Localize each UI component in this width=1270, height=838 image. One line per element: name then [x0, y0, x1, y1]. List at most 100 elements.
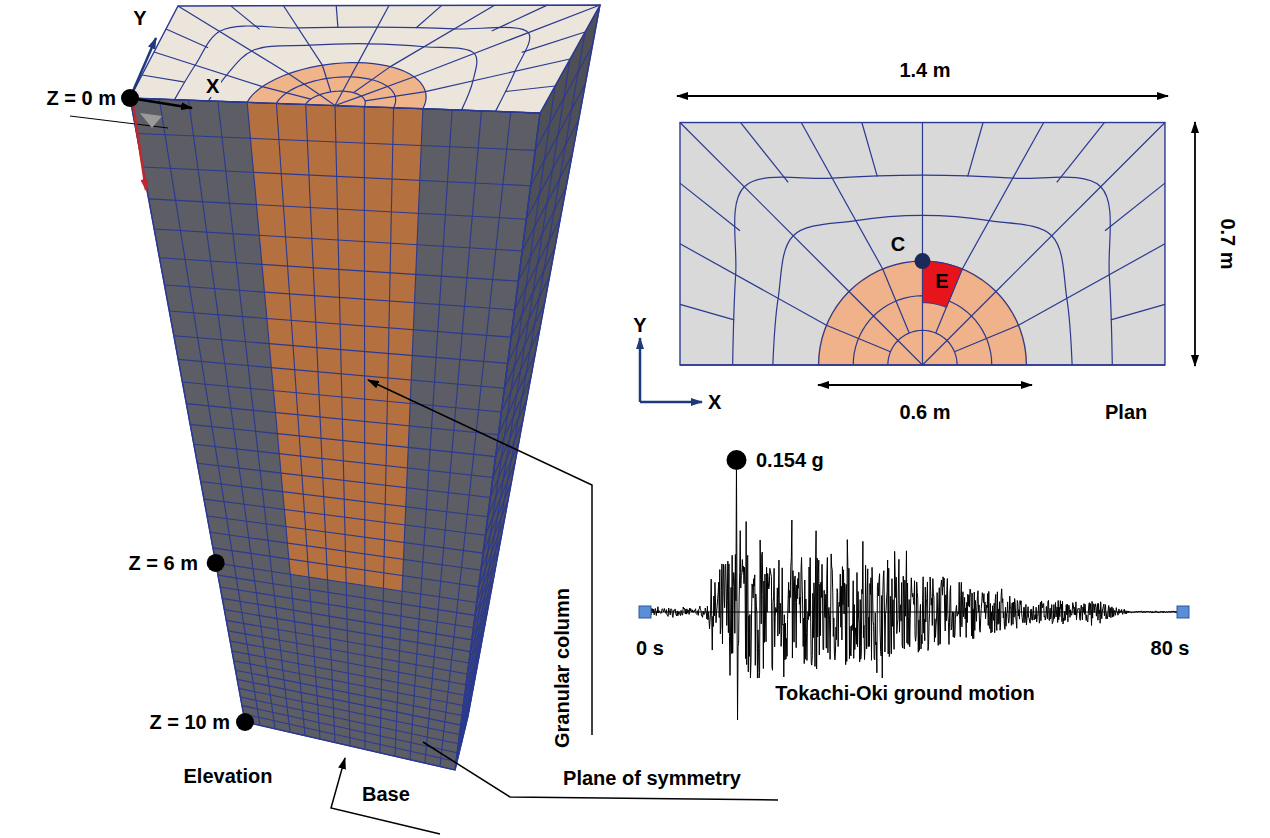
- mesh-line: [741, 123, 789, 183]
- mesh-line: [1111, 304, 1165, 319]
- column-top: [247, 63, 426, 109]
- axis-label: Y: [133, 7, 146, 29]
- axis-label: X: [708, 391, 721, 413]
- granular-column: [247, 102, 423, 591]
- mesh-line: [218, 101, 290, 732]
- chart-title: Tokachi-Oki ground motion: [775, 682, 1035, 704]
- mesh-line: [968, 123, 983, 177]
- water-table-symbol: [140, 113, 162, 128]
- dimension-label: 0.6 m: [899, 401, 950, 423]
- symmetry-face: [130, 98, 540, 770]
- mesh-line: [680, 123, 849, 292]
- mesh-line: [996, 123, 1165, 292]
- mesh-line: [922, 123, 923, 262]
- mesh-line: [1105, 183, 1165, 231]
- mesh-line: [189, 100, 275, 729]
- axis-label: X: [204, 75, 221, 97]
- mesh-line: [888, 330, 957, 365]
- depth-marker: [121, 89, 139, 107]
- mesh-line: [178, 6, 289, 74]
- depth-axis: [133, 104, 146, 190]
- y-axis: [639, 338, 642, 402]
- mesh-line: [166, 29, 208, 48]
- mesh-line: [284, 6, 323, 65]
- mesh-line: [733, 175, 1113, 365]
- mesh-line: [306, 104, 335, 742]
- point-c: [914, 253, 930, 269]
- mesh-line: [898, 341, 922, 365]
- elevation-block: [130, 5, 600, 770]
- mesh-line: [247, 102, 305, 735]
- element-label: E: [935, 270, 948, 292]
- mesh-line: [358, 6, 389, 63]
- plan-mesh: [680, 123, 1165, 365]
- accelerogram: [645, 460, 1183, 720]
- peak-label: 0.154 g: [756, 449, 824, 471]
- mesh-line: [862, 123, 877, 177]
- view-title: Plan: [1105, 401, 1147, 423]
- mesh-line: [410, 110, 452, 760]
- peak-marker: [727, 450, 747, 470]
- time-marker: [1177, 606, 1189, 618]
- mesh-line: [680, 244, 826, 325]
- leader-line: [423, 742, 778, 800]
- callout-label: Base: [362, 783, 410, 805]
- mesh-line: [416, 5, 442, 28]
- time-label: 80 s: [1151, 637, 1190, 659]
- dimension-line: [818, 384, 1032, 386]
- mesh-line: [801, 123, 882, 269]
- element-e: [922, 261, 962, 307]
- mesh-line: [130, 98, 540, 113]
- mesh-line: [922, 341, 946, 365]
- mesh-line: [1018, 244, 1164, 325]
- mesh-line: [335, 91, 343, 105]
- point-label: C: [889, 233, 907, 255]
- elevation-symbols: [70, 38, 778, 834]
- time-label: 0 s: [636, 637, 664, 659]
- ground-motion: [639, 450, 1189, 720]
- dimension-line: [677, 95, 1168, 97]
- depth-marker: [207, 554, 225, 572]
- callout-label: Granular column: [551, 588, 573, 748]
- mesh-line: [773, 215, 1072, 365]
- mesh-line: [380, 108, 394, 753]
- mesh-line: [505, 86, 555, 92]
- x-axis: [130, 98, 192, 108]
- mesh-line: [247, 63, 426, 109]
- depth-label: Z = 10 m: [149, 711, 230, 733]
- mesh-line: [425, 111, 481, 763]
- mesh-line: [336, 6, 338, 28]
- axis-label: Y: [633, 314, 646, 336]
- dimension-label: 0.7 m: [1217, 218, 1239, 269]
- mesh-line: [492, 5, 548, 31]
- mesh-line: [522, 32, 585, 52]
- plan-outline: [680, 123, 1165, 365]
- plan-view: [640, 96, 1195, 402]
- top-face: [130, 5, 600, 113]
- y-axis: [130, 38, 156, 98]
- top-mesh: [130, 5, 600, 113]
- mesh-line: [395, 109, 423, 757]
- mesh-line: [962, 123, 1043, 269]
- dimension-label: 1.4 m: [899, 59, 950, 81]
- mesh-line: [853, 296, 992, 365]
- plan-ground: [680, 123, 1165, 365]
- dimension-line: [1194, 122, 1196, 366]
- mesh-line: [175, 26, 530, 111]
- mesh-line: [922, 330, 923, 365]
- depth-marker: [236, 713, 254, 731]
- mesh-line: [276, 103, 320, 739]
- mesh-line: [680, 183, 740, 231]
- callout-label: Plane of symmetry: [563, 767, 741, 789]
- mesh-line: [231, 6, 260, 30]
- view-title: Elevation: [184, 765, 273, 787]
- leader-arrow: [331, 758, 440, 834]
- mesh-line: [364, 107, 366, 750]
- mesh-line: [1057, 123, 1105, 183]
- mesh-line: [276, 77, 395, 108]
- mesh-line: [458, 86, 555, 757]
- time-marker: [639, 606, 651, 618]
- mesh-line: [208, 44, 476, 110]
- mesh-line: [680, 304, 734, 319]
